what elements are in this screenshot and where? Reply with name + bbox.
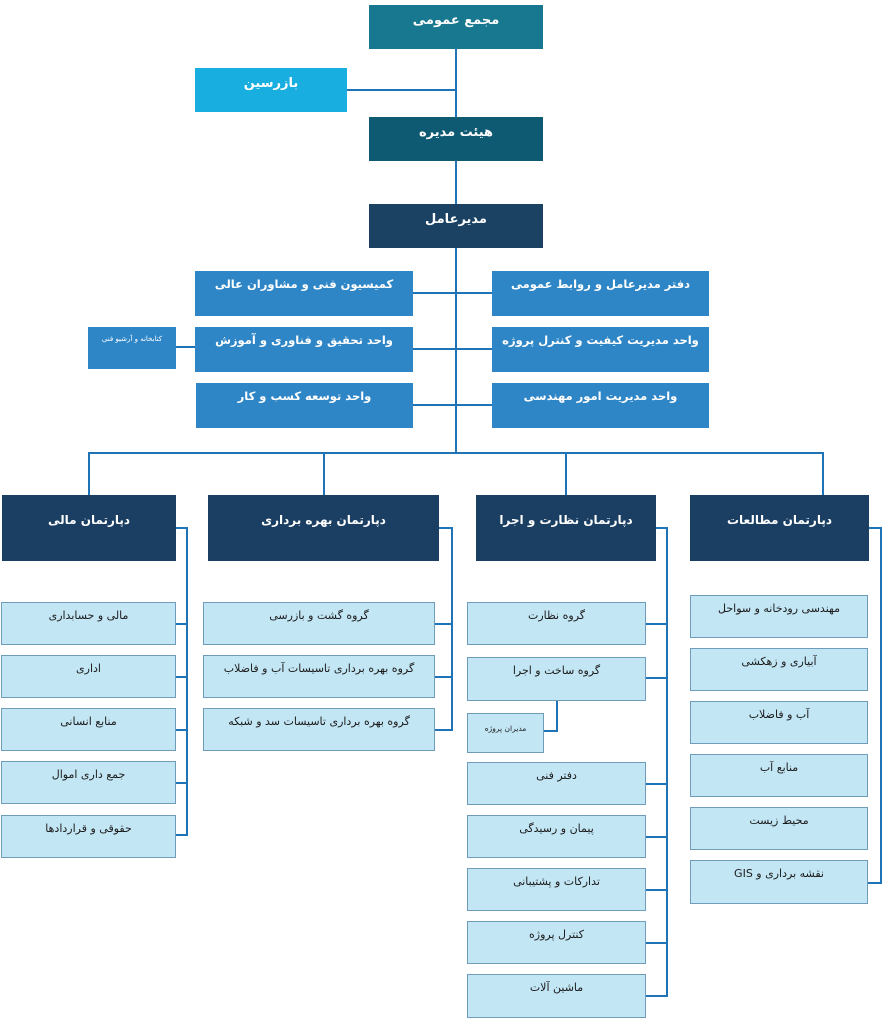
connector-line	[646, 677, 667, 679]
connector-line	[434, 623, 452, 625]
connector-line	[434, 729, 452, 731]
unit-water-resources: منابع آب	[690, 754, 868, 797]
staff-box-research-training: واحد تحقیق و فناوری و آموزش	[195, 327, 413, 372]
unit-property: جمع داری اموال	[1, 761, 176, 804]
unit-administration: اداری	[1, 655, 176, 698]
unit-project-managers: مدیران پروژه	[467, 713, 544, 753]
unit-procurement-support: تدارکات و پشتیبانی	[467, 868, 646, 911]
unit-project-control: کنترل پروژه	[467, 921, 646, 964]
connector-line	[175, 676, 187, 678]
unit-finance-accounting: مالی و حسابداری	[1, 602, 176, 645]
staff-box-quality-control: واحد مدیریت کیفیت و کنترل پروژه	[492, 327, 709, 372]
connector-line	[646, 889, 667, 891]
connector-line	[413, 404, 493, 406]
connector-line	[434, 676, 452, 678]
unit-technical-office: دفتر فنی	[467, 762, 646, 805]
department-supervision: دپارتمان نظارت و اجرا	[476, 495, 656, 561]
connector-line	[175, 346, 196, 348]
ceo-box: مدیرعامل	[369, 204, 543, 248]
connector-line	[565, 452, 567, 495]
unit-construction-group: گروه ساخت و اجرا	[467, 657, 646, 701]
department-studies: دپارتمان مطالعات	[690, 495, 869, 561]
unit-contracts-review: پیمان و رسیدگی	[467, 815, 646, 858]
connector-line	[451, 527, 453, 731]
connector-line	[544, 730, 558, 732]
unit-irrigation-drainage: آبیاری و زهکشی	[690, 648, 868, 691]
connector-line	[656, 527, 668, 529]
unit-surveying-gis: نقشه برداری و GIS	[690, 860, 868, 904]
staff-box-engineering-affairs: واحد مدیریت امور مهندسی	[492, 383, 709, 428]
connector-line	[413, 348, 493, 350]
unit-water-wastewater-operation: گروه بهره برداری تاسیسات آب و فاضلاب	[203, 655, 435, 698]
connector-line	[323, 452, 325, 495]
connector-line	[646, 995, 667, 997]
connector-line	[88, 452, 90, 495]
connector-line	[439, 527, 453, 529]
connector-line	[556, 701, 558, 732]
connector-line	[869, 527, 882, 529]
unit-dam-network-operation: گروه بهره برداری تاسیسات سد و شبکه	[203, 708, 435, 751]
connector-line	[175, 623, 187, 625]
unit-environment: محیط زیست	[690, 807, 868, 850]
staff-box-business-development: واحد توسعه کسب و کار	[196, 383, 413, 428]
general-assembly-box: مجمع عمومی	[369, 5, 543, 49]
connector-line	[413, 292, 493, 294]
connector-line	[646, 942, 667, 944]
connector-line	[175, 729, 187, 731]
connector-line	[175, 834, 187, 836]
unit-patrol-inspection: گروه گشت و بازرسی	[203, 602, 435, 645]
unit-human-resources: منابع انسانی	[1, 708, 176, 751]
unit-water-wastewater: آب و فاضلاب	[690, 701, 868, 744]
connector-line	[345, 89, 455, 91]
board-box: هیئت مدیره	[369, 117, 543, 161]
connector-line	[822, 452, 824, 495]
unit-river-coastal: مهندسی رودخانه و سواحل	[690, 595, 868, 638]
library-archive-box: کتابخانه و آرشیو فنی	[88, 327, 176, 369]
connector-line	[176, 527, 188, 529]
connector-line	[455, 48, 457, 453]
unit-supervision-group: گروه نظارت	[467, 602, 646, 645]
connector-line	[88, 452, 824, 454]
department-finance: دپارتمان مالی	[2, 495, 176, 561]
connector-line	[646, 836, 667, 838]
staff-box-technical-commission: کمیسیون فنی و مشاوران عالی	[195, 271, 413, 316]
unit-legal-contracts: حقوقی و قراردادها	[1, 815, 176, 858]
connector-line	[175, 782, 187, 784]
department-operation: دپارتمان بهره برداری	[208, 495, 439, 561]
inspector-box: بازرسین	[195, 68, 347, 112]
connector-line	[666, 527, 668, 997]
unit-machinery: ماشین آلات	[467, 974, 646, 1018]
connector-line	[646, 783, 667, 785]
connector-line	[646, 623, 667, 625]
connector-line	[880, 527, 882, 884]
connector-line	[868, 882, 881, 884]
connector-line	[186, 527, 188, 836]
staff-box-ceo-office: دفتر مدیرعامل و روابط عمومی	[492, 271, 709, 316]
